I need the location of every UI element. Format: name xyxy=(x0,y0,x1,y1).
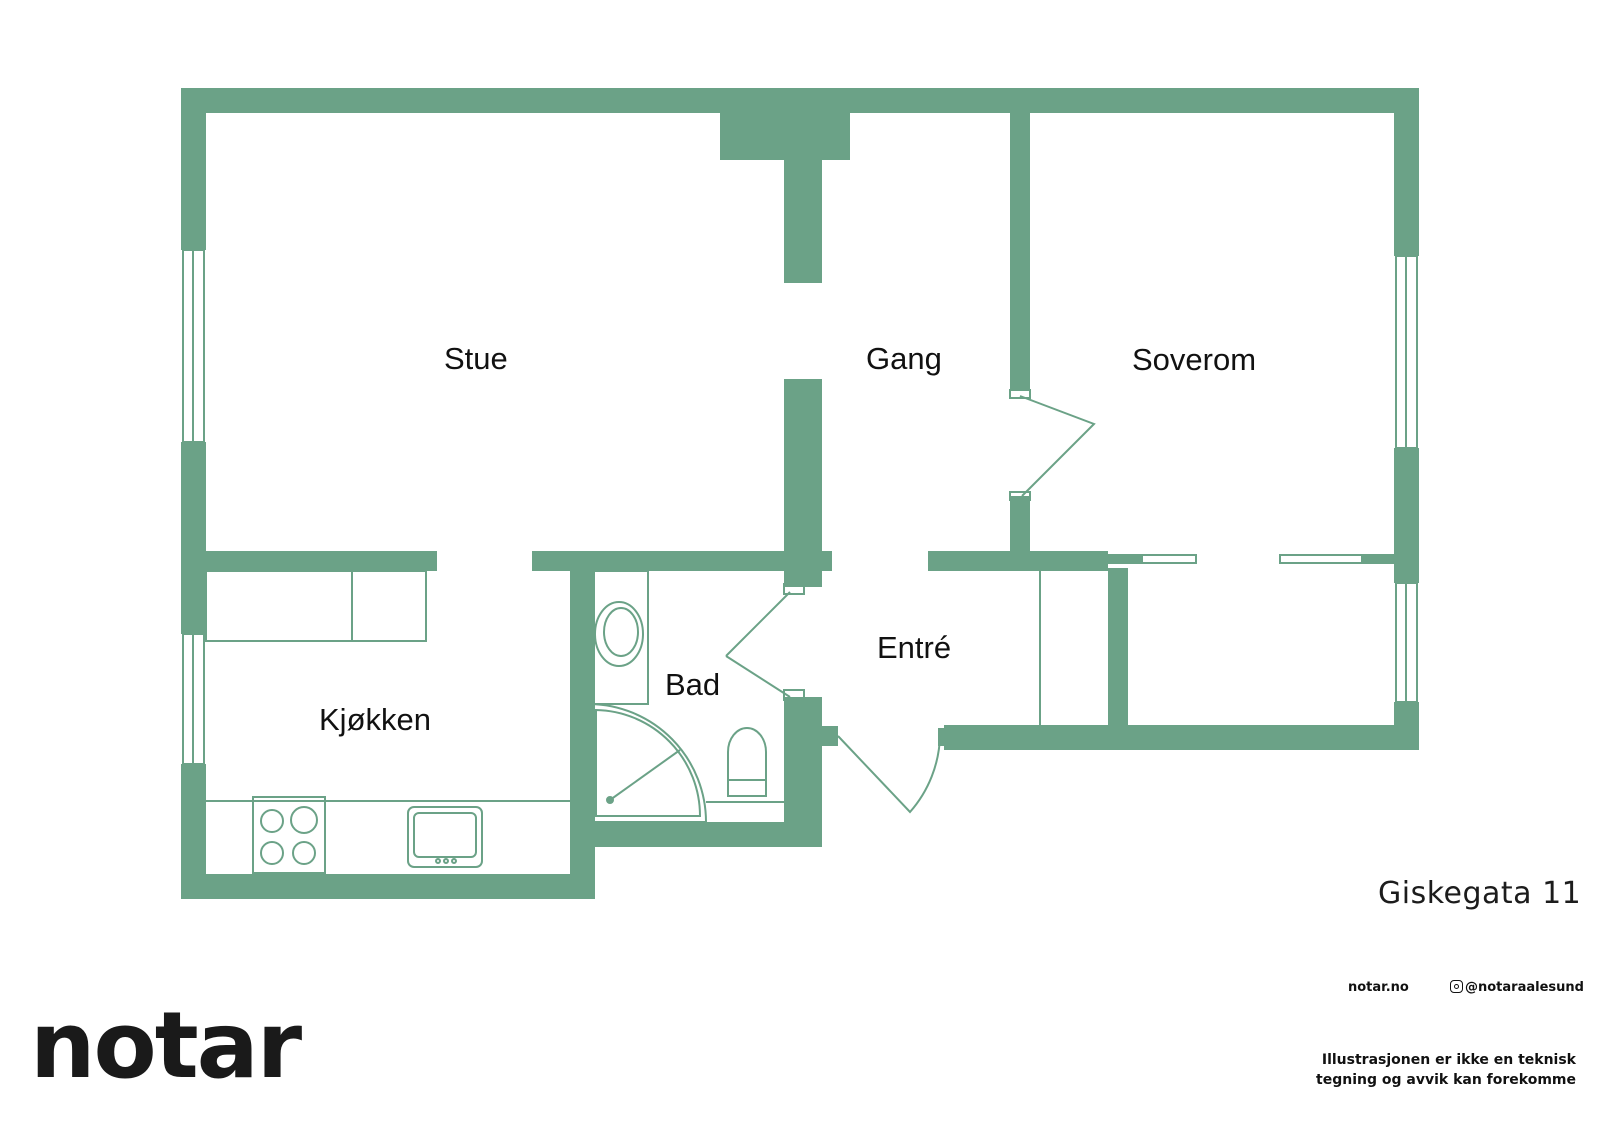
fixtures xyxy=(182,249,1418,874)
wall-bottom-kitchen xyxy=(181,874,595,899)
wall-door-jamb-2 xyxy=(938,728,948,746)
wall-kitchen-right xyxy=(570,567,595,899)
door-entrance xyxy=(837,735,941,814)
room-label-stue: Stue xyxy=(444,341,508,376)
wall-bad-bottom xyxy=(570,822,822,847)
wall-right-2 xyxy=(1394,448,1419,583)
wall-left-2 xyxy=(181,442,206,634)
disclaimer: Illustrasjonen er ikke en teknisk tegnin… xyxy=(1316,1050,1576,1090)
wall-bad-top xyxy=(570,551,822,571)
stove-plate-1 xyxy=(260,809,284,833)
property-address: Giskegata 11 xyxy=(1378,876,1582,911)
chimney xyxy=(720,110,850,160)
instagram-handle[interactable]: @notaraalesund xyxy=(1450,980,1584,995)
wall-wardrobe xyxy=(1108,568,1128,728)
room-label-entre: Entré xyxy=(877,630,952,665)
disclaimer-line-1: Illustrasjonen er ikke en teknisk xyxy=(1321,1052,1576,1068)
wall-gang-soverom-upper xyxy=(1010,110,1030,390)
disclaimer-line-2: tegning og avvik kan forekomme xyxy=(1316,1072,1576,1088)
room-label-gang: Gang xyxy=(866,341,942,376)
kitchen-upper-counter xyxy=(205,570,427,642)
stove-plate-2 xyxy=(290,806,318,834)
stove-plate-3 xyxy=(260,841,284,865)
wall-left-1 xyxy=(181,88,206,250)
room-label-soverom: Soverom xyxy=(1132,342,1257,377)
kitchen-sink xyxy=(407,806,483,868)
wall-stue-kitchen-left xyxy=(181,551,437,571)
room-label-bad: Bad xyxy=(665,667,721,702)
notar-logo: notar xyxy=(30,992,302,1099)
instagram-icon xyxy=(1450,980,1463,993)
shower xyxy=(589,702,708,823)
stove-plate-4 xyxy=(292,841,316,865)
room-label-kjokken: Kjøkken xyxy=(319,702,431,737)
door-bad xyxy=(725,591,791,698)
bad-sink-counter xyxy=(589,570,649,705)
instagram-handle-text: @notaraalesund xyxy=(1465,980,1584,995)
toilet xyxy=(727,727,767,797)
wall-entre-top xyxy=(928,551,1108,571)
wall-right-1 xyxy=(1394,88,1419,256)
walls xyxy=(181,88,1419,899)
wall-door-jamb xyxy=(818,726,838,746)
wall-gang-soverom-lower xyxy=(1010,496,1030,556)
wall-stue-gang-upper xyxy=(784,155,822,283)
wall-bad-right-lower xyxy=(784,697,822,847)
website-link[interactable]: notar.no xyxy=(1348,980,1409,995)
door-soverom xyxy=(1019,395,1096,497)
wall-bottom-right xyxy=(944,725,1419,750)
wall-top xyxy=(181,88,1419,113)
bad-sink xyxy=(594,601,644,667)
